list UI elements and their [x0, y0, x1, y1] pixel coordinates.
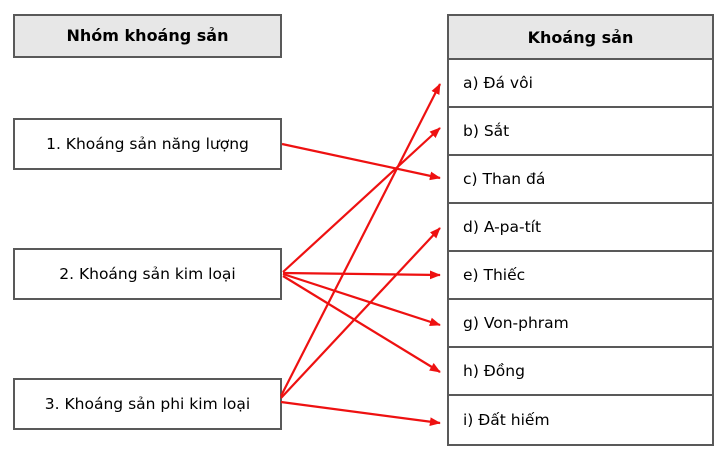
right-column-header: Khoáng sản	[449, 16, 712, 60]
connection-arrow-group-2-to-item-e[interactable]	[282, 270, 441, 280]
mineral-item-i[interactable]: i) Đất hiếm	[449, 396, 712, 444]
connection-arrow-group-2-to-item-b[interactable]	[282, 127, 441, 273]
group-item-1-label: 1. Khoáng sản năng lượng	[46, 134, 249, 153]
mineral-item-e-label: e) Thiếc	[463, 266, 526, 284]
mineral-item-a-label: a) Đá vôi	[463, 74, 533, 92]
right-column-table: Khoáng sản a) Đá vôi b) Sắt c) Than đá d…	[447, 14, 714, 446]
mineral-item-h-label: h) Đồng	[463, 362, 525, 380]
connection-arrow-group-3-to-item-i[interactable]	[280, 400, 441, 427]
group-item-3[interactable]: 3. Khoáng sản phi kim loại	[13, 378, 282, 430]
mineral-item-c-label: c) Than đá	[463, 170, 546, 188]
right-column-header-label: Khoáng sản	[527, 27, 634, 47]
mineral-item-h[interactable]: h) Đồng	[449, 348, 712, 396]
mineral-item-g[interactable]: g) Von-phram	[449, 300, 712, 348]
mineral-item-d-label: d) A-pa-tít	[463, 218, 542, 236]
group-item-1[interactable]: 1. Khoáng sản năng lượng	[13, 118, 282, 170]
mineral-item-d[interactable]: d) A-pa-tít	[449, 204, 712, 252]
mineral-item-c[interactable]: c) Than đá	[449, 156, 712, 204]
connection-arrow-group-3-to-item-d[interactable]	[280, 227, 441, 399]
left-column-header-label: Nhóm khoáng sản	[66, 26, 229, 46]
mineral-item-b-label: b) Sắt	[463, 122, 510, 140]
connection-arrow-group-2-to-item-g[interactable]	[282, 272, 441, 327]
mineral-item-b[interactable]: b) Sắt	[449, 108, 712, 156]
connection-arrow-group-2-to-item-h[interactable]	[282, 275, 441, 373]
mineral-item-e[interactable]: e) Thiếc	[449, 252, 712, 300]
mineral-item-i-label: i) Đất hiếm	[463, 411, 550, 429]
group-item-2-label: 2. Khoáng sản kim loại	[59, 264, 236, 283]
connection-arrow-group-1-to-item-c[interactable]	[281, 142, 441, 181]
mineral-item-g-label: g) Von-phram	[463, 314, 569, 332]
left-column-header: Nhóm khoáng sản	[13, 14, 282, 58]
group-item-3-label: 3. Khoáng sản phi kim loại	[44, 394, 251, 413]
connection-arrow-group-3-to-item-a[interactable]	[280, 83, 441, 397]
group-item-2[interactable]: 2. Khoáng sản kim loại	[13, 248, 282, 300]
mineral-item-a[interactable]: a) Đá vôi	[449, 60, 712, 108]
